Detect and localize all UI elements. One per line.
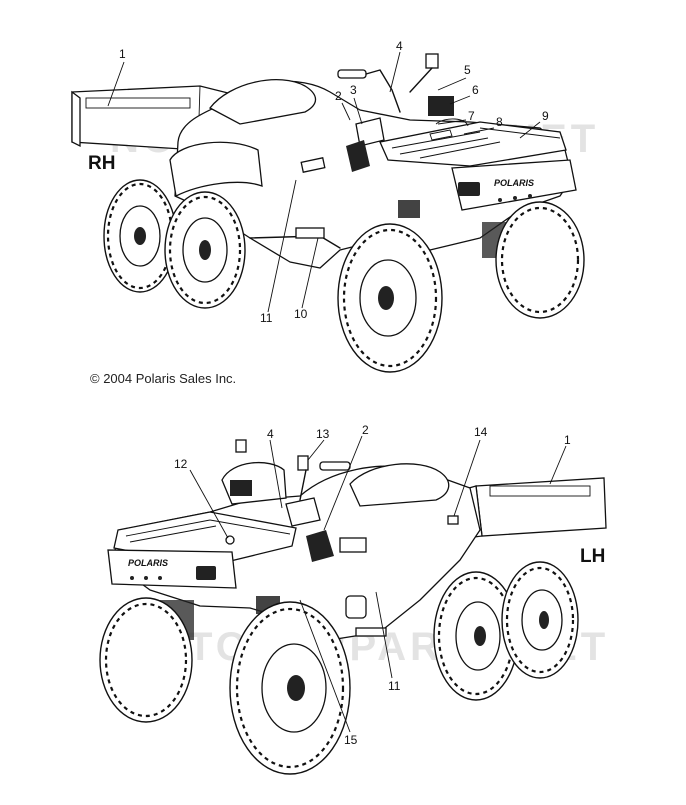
rh-callout: 6 [472,83,479,97]
rh-atv-drawing: NOTOCARPARTS.NET POLARIS [71,39,595,373]
rh-callouts: 1 2 3 4 5 6 7 8 9 10 11 [119,39,549,325]
lh-callout: 14 [474,425,488,439]
rh-callout: 4 [396,39,403,53]
rh-handlebar [337,53,454,116]
lh-callouts: 1 2 4 11 12 13 14 15 [174,423,571,747]
lh-wheel-front-left [99,597,193,723]
lh-callout: 4 [267,427,274,441]
rh-wheel-front-right [337,223,443,373]
rh-callout: 7 [468,109,475,123]
rh-callout: 2 [335,89,342,103]
lh-callout: 1 [564,433,571,447]
lh-wheel-rear-1 [433,571,519,701]
lh-callout: 2 [362,423,369,437]
lh-handlebar [221,439,351,505]
rh-callout: 11 [260,311,273,325]
copyright-notice: © 2004 Polaris Sales Inc. [90,371,237,386]
lh-brand-decal: POLARIS [128,558,168,568]
rh-side-label: RH [88,153,116,174]
lh-side-label: LH [580,546,606,567]
rh-callout: 5 [464,63,471,77]
rh-callout: 1 [119,47,126,61]
lh-callout: 12 [174,457,188,471]
lh-atv-drawing: NOTOCARPARTS.NET POLARIS [99,423,607,775]
rh-front-rack [379,121,567,167]
rh-callout: 9 [542,109,549,123]
lh-callout: 15 [344,733,358,747]
lh-wheel-front-right [229,601,351,775]
rh-callout: 3 [350,83,357,97]
lh-wheel-rear-2 [501,561,579,679]
rh-wheel-rear-1 [103,179,177,293]
lh-callout: 11 [388,679,401,693]
rh-wheel-rear-2 [164,191,246,309]
rh-callout: 8 [496,115,503,129]
rh-wheel-front-left [495,201,585,319]
lh-callout: 13 [316,427,330,441]
rh-brand-decal: POLARIS [494,178,534,188]
rh-callout: 10 [294,307,308,321]
